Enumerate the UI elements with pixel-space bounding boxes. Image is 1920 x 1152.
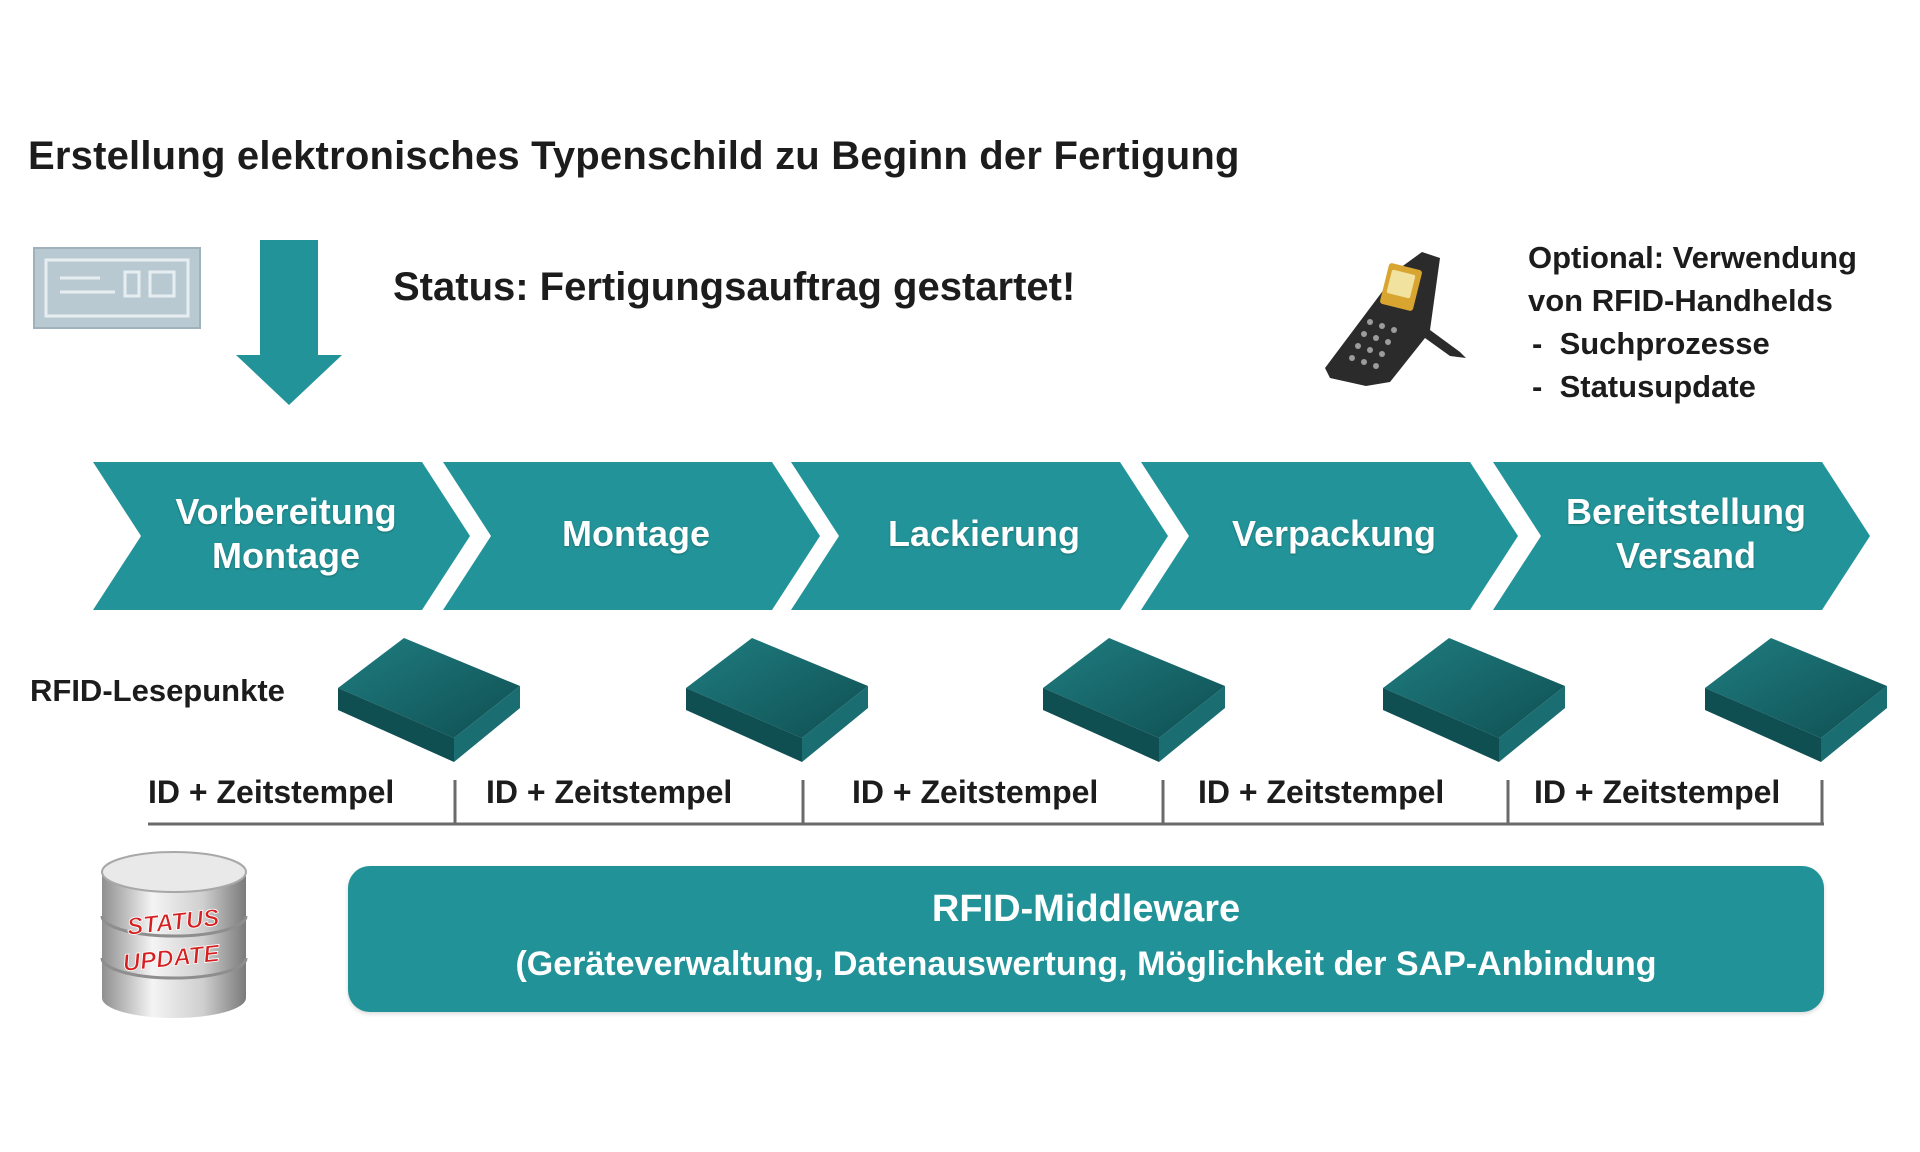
step-label-3: Lackierung [839,458,1129,610]
middleware-subtitle: (Geräteverwaltung, Datenauswertung, Mögl… [515,945,1657,983]
step-1-line-2: Montage [212,535,360,576]
rfid-reader-4 [1383,638,1565,762]
chevron-step-4 [1141,462,1518,610]
optional-item-search: Suchprozesse [1528,322,1857,365]
timeline [148,780,1824,826]
rfid-readpoints [338,638,1887,762]
step-label-5: Bereitstellung Versand [1541,458,1831,610]
rfid-label-image [33,247,201,329]
optional-note: Optional: Verwendung von RFID-Handhelds … [1528,236,1857,408]
id-timestamp-label-5: ID + Zeitstempel [1534,774,1781,810]
rfid-middleware-box: RFID-Middleware (Geräteverwaltung, Daten… [348,866,1824,1012]
step-3-line-1: Lackierung [887,513,1081,554]
step-2-line-1: Montage [562,513,710,554]
rfid-reader-5 [1705,638,1887,762]
optional-line-1: Optional: Verwendung [1528,240,1857,275]
id-timestamp-label-2: ID + Zeitstempel [486,774,733,810]
id-timestamp-label-4: ID + Zeitstempel [1198,774,1445,810]
step-1-line-1: Vorbereitung [175,491,397,532]
rfid-reader-1 [338,638,520,762]
process-chevrons [93,462,1870,610]
step-label-1: Vorbereitung Montage [141,458,431,610]
chevron-step-1 [93,462,470,610]
step-5-line-1: Bereitstellung [1565,491,1807,532]
optional-line-2: von RFID-Handhelds [1528,283,1833,318]
step-label-2: Montage [491,458,781,610]
chevron-step-2 [443,462,820,610]
status-text: Status: Fertigungsauftrag gestartet! [393,265,1076,309]
chevron-step-3 [791,462,1168,610]
step-5-line-2: Versand [1615,535,1757,576]
step-4-line-1: Verpackung [1231,513,1437,554]
rfid-reader-3 [1043,638,1225,762]
rfid-readpoints-label: RFID-Lesepunkte [30,673,285,708]
down-arrow [236,240,342,405]
optional-item-statusupdate: Statusupdate [1528,365,1857,408]
middleware-title: RFID-Middleware [931,888,1241,930]
step-label-4: Verpackung [1189,458,1479,610]
rfid-handheld-icon [1325,252,1466,386]
id-timestamp-label-3: ID + Zeitstempel [852,774,1099,810]
chevron-step-5 [1493,462,1870,610]
page-title: Erstellung elektronisches Typenschild zu… [28,134,1240,178]
id-timestamp-label-1: ID + Zeitstempel [148,774,395,810]
rfid-reader-2 [686,638,868,762]
database-icon: STATUS UPDATE [100,851,248,1018]
